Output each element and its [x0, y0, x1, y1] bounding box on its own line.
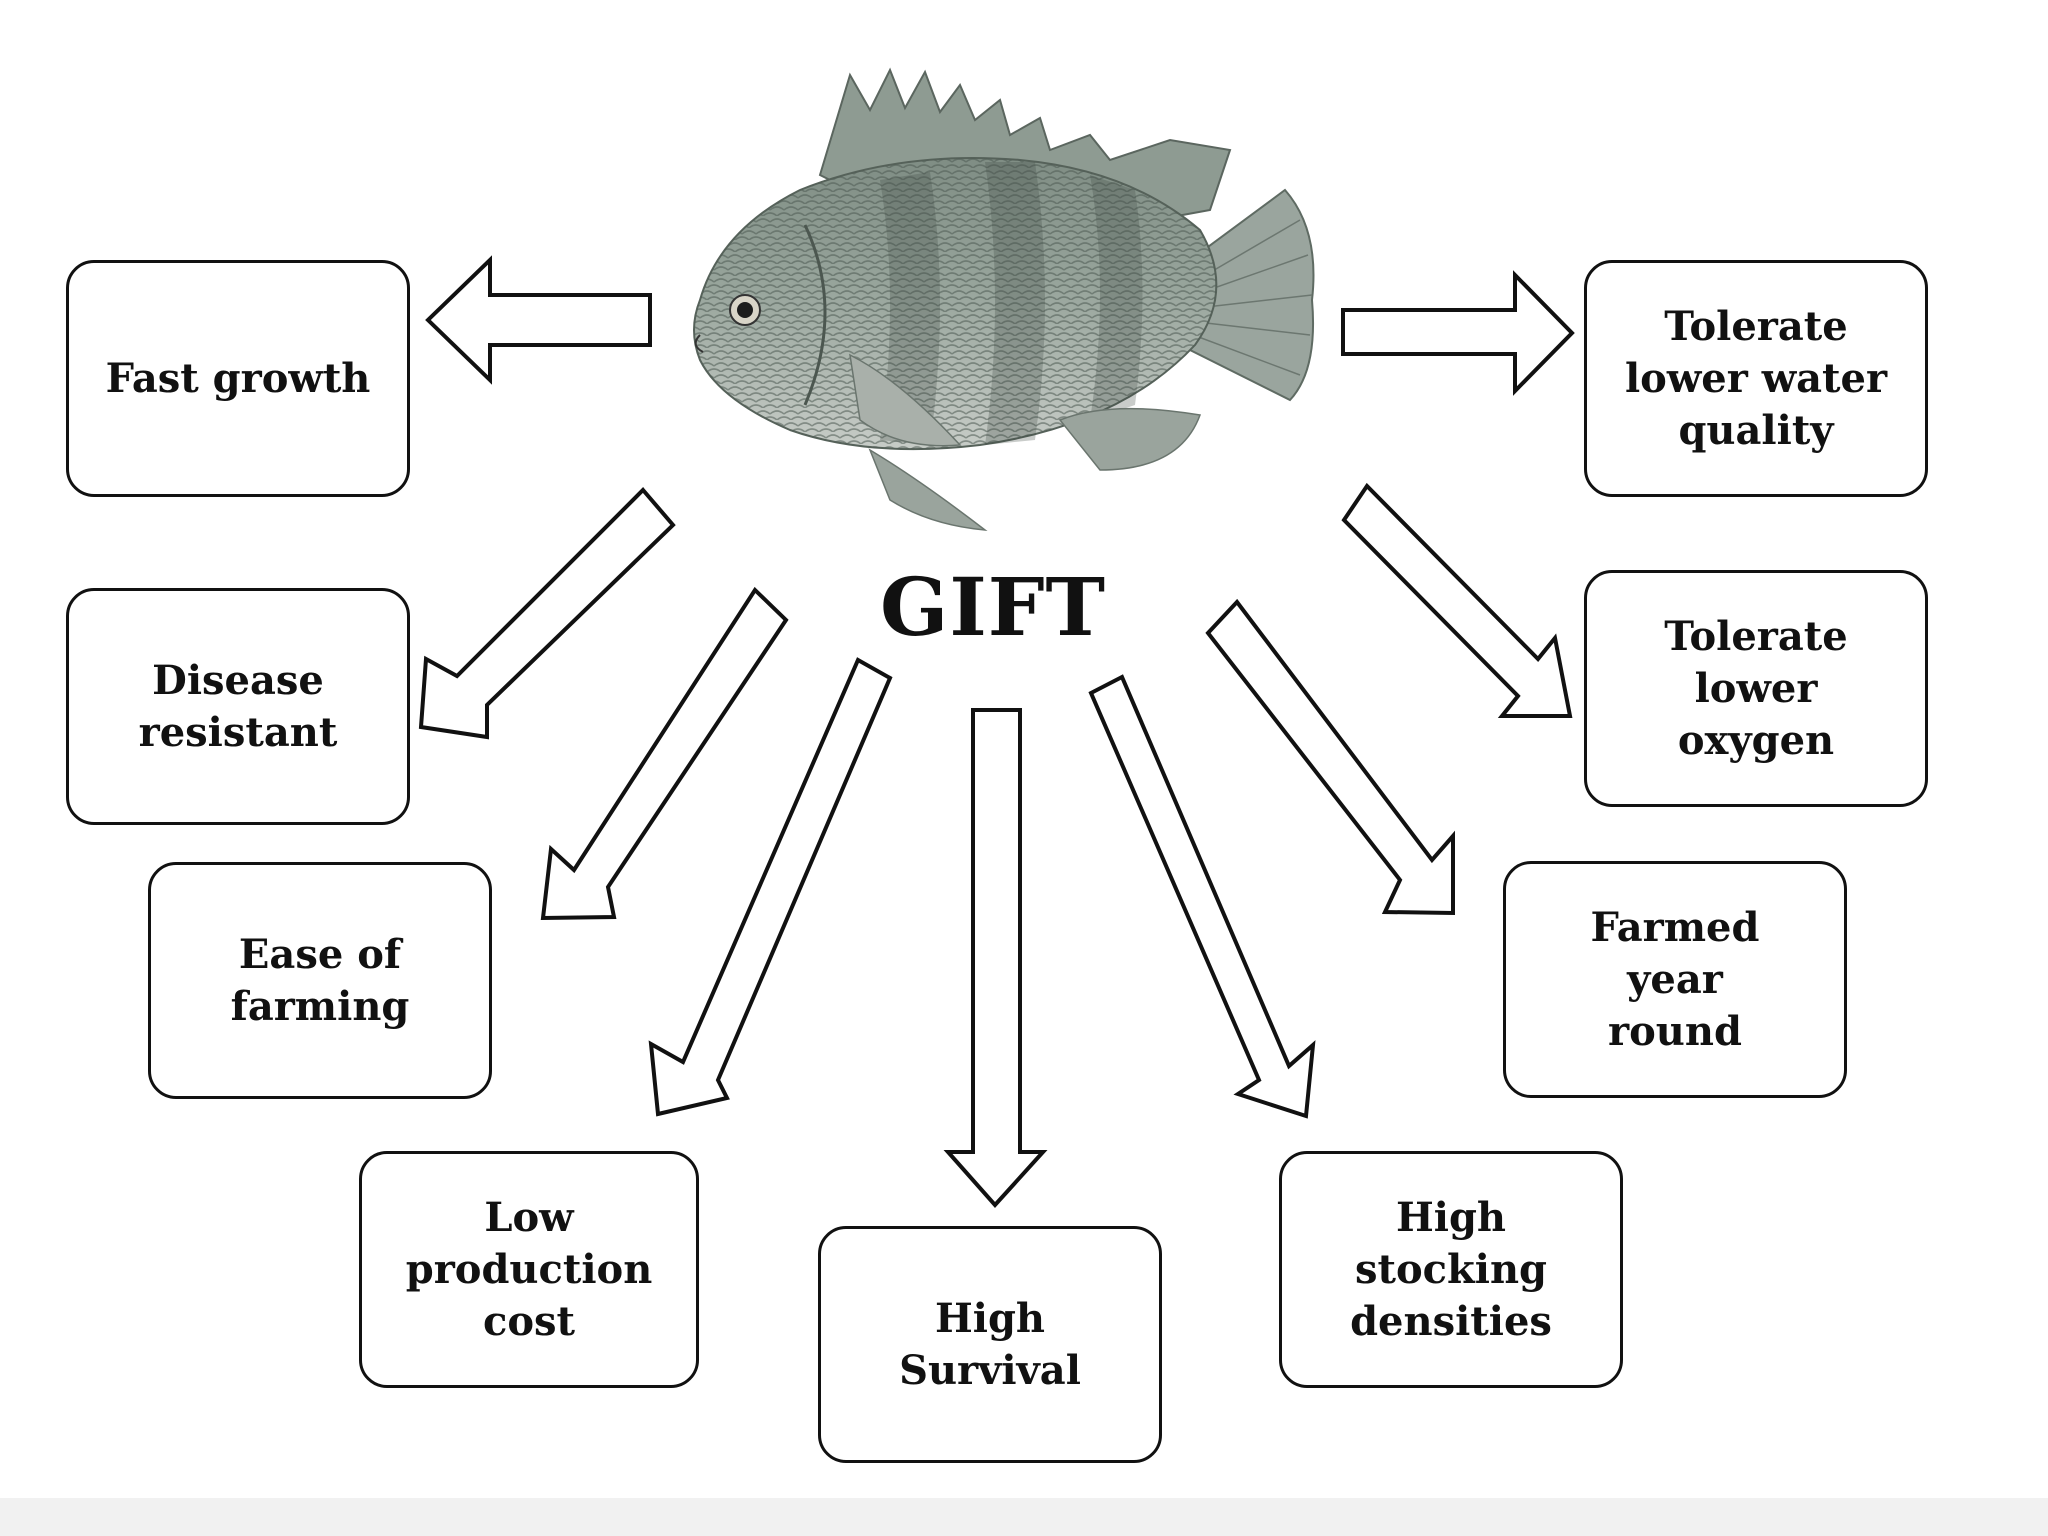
- arrow-to-disease-resistant: [418, 487, 676, 740]
- arrow-to-high-survival: [943, 708, 1048, 1208]
- trait-box-fast-growth: Fast growth: [66, 260, 410, 497]
- trait-label: Disease resistant: [138, 656, 338, 756]
- trait-label: Tolerate lower water quality: [1624, 302, 1888, 454]
- trait-label: Low production cost: [405, 1193, 653, 1345]
- trait-box-ease-of-farming: Ease of farming: [148, 862, 492, 1099]
- trait-label: Tolerate lower oxygen: [1664, 612, 1848, 764]
- diagram-title: GIFT: [880, 560, 1107, 654]
- arrow-to-ease-of-farming: [540, 586, 789, 921]
- arrow-to-farmed-year-round: [1205, 598, 1455, 916]
- trait-label: High Survival: [899, 1294, 1081, 1394]
- arrow-to-fast-growth: [425, 255, 652, 385]
- tilapia-fish-image: [693, 67, 1315, 531]
- trait-box-disease-resistant: Disease resistant: [66, 588, 410, 825]
- trait-box-farmed-year-round: Farmed year round: [1503, 861, 1847, 1098]
- arrow-to-tolerate-lower-water-quality: [1341, 270, 1575, 396]
- arrow-to-high-stocking-densities: [1088, 674, 1316, 1119]
- trait-box-high-stocking-densities: High stocking densities: [1279, 1151, 1623, 1388]
- bottom-strip: [0, 1498, 2048, 1536]
- arrow-to-tolerate-lower-oxygen: [1341, 482, 1573, 718]
- trait-box-low-production-cost: Low production cost: [359, 1151, 699, 1388]
- trait-box-tolerate-lower-water-quality: Tolerate lower water quality: [1584, 260, 1928, 497]
- trait-label: Fast growth: [105, 354, 371, 402]
- trait-box-high-survival: High Survival: [818, 1226, 1162, 1463]
- trait-box-tolerate-lower-oxygen: Tolerate lower oxygen: [1584, 570, 1928, 807]
- trait-label: High stocking densities: [1350, 1193, 1552, 1345]
- arrow-to-low-production-cost: [648, 657, 893, 1117]
- trait-label: Farmed year round: [1590, 903, 1760, 1055]
- trait-label: Ease of farming: [230, 930, 410, 1030]
